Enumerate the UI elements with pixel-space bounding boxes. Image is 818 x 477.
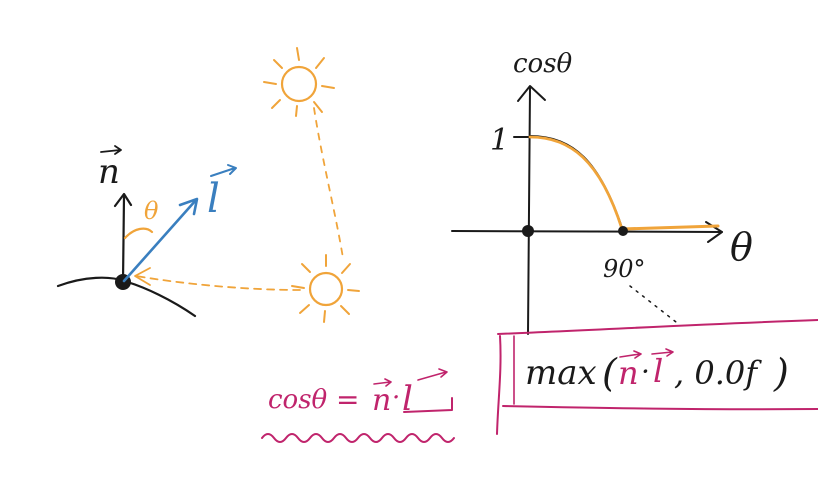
pointer-line [629, 285, 677, 323]
y-axis [527, 87, 531, 335]
x-axis [451, 230, 723, 233]
x-tick-label: 90° [603, 255, 646, 283]
cosine-curve [528, 135, 624, 231]
formula-box-divider [502, 405, 818, 411]
sun-top [263, 47, 335, 117]
y-axis-arrowhead [517, 85, 546, 102]
formula-box-rest: , 0.0f [674, 354, 762, 392]
sun-motion-path [313, 107, 344, 259]
formula-l: l [402, 379, 413, 419]
formula-equals: = [336, 383, 359, 416]
formula-close-paren: ) [773, 351, 789, 395]
light-ray [135, 275, 301, 291]
light-vector [122, 198, 198, 283]
x-axis-label: θ [730, 225, 753, 269]
sun-bottom [291, 254, 360, 323]
light-arrowhead [178, 197, 199, 216]
formula-open-paren: ( [602, 351, 618, 395]
light-label-text: l [207, 176, 220, 222]
light-label: l [207, 164, 237, 222]
graph-origin [522, 225, 534, 237]
sun-bottom-icon [291, 254, 360, 323]
formula-wavy-underline [261, 433, 455, 443]
y-axis-label: cosθ [513, 49, 573, 79]
normal-label: n [98, 145, 122, 192]
ninety-marker [618, 226, 628, 236]
light-ray-arrowhead [134, 267, 151, 286]
formula-l-arrow [417, 368, 448, 381]
formula-max: max [525, 353, 597, 393]
clamped-zero-line [620, 224, 720, 231]
formula-box-l: l [653, 352, 663, 390]
formula-n-arrow [373, 378, 392, 387]
formula-n: n [372, 383, 391, 418]
formula-box-l-arrow [651, 348, 674, 357]
light-label-arrow [210, 164, 237, 177]
formula-box-n: n [618, 354, 639, 392]
formula-lhs: cosθ [268, 385, 328, 415]
y-tick-label: 1 [490, 123, 509, 158]
normal-label-text: n [98, 152, 120, 192]
normal-arrowhead [113, 192, 133, 208]
theta-arc [123, 227, 154, 240]
formula-box: max ( n · l , 0.0f ) [496, 319, 818, 435]
formula-box-left [496, 335, 502, 435]
sun-top-icon [263, 47, 335, 117]
formula-box-dot: · [641, 355, 650, 388]
surface-diagram: n l θ [56, 145, 237, 318]
normal-vector [121, 194, 126, 284]
theta-label: θ [144, 197, 159, 225]
formula-l-underline [403, 397, 453, 413]
cosine-graph: 1 cosθ θ 90° [451, 49, 753, 335]
formula-dot: · [392, 383, 400, 413]
formula-box-top [497, 319, 818, 335]
normal-label-arrow [100, 145, 122, 155]
formula-cos: cosθ = n · l [261, 368, 455, 443]
formula-box-n-arrow [619, 350, 642, 359]
